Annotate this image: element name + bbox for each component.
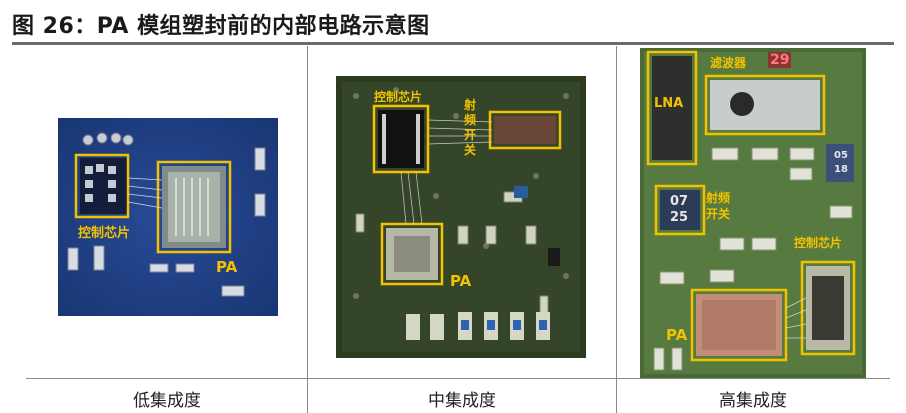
- rf-switch-label: 射频开关: [464, 98, 477, 157]
- low-integration-panel: 控制芯片 PA: [58, 118, 278, 316]
- control-chip-label: 控制芯片: [794, 236, 843, 250]
- pa-label: PA: [216, 258, 238, 276]
- rf-switch-label: 射频开关: [706, 191, 731, 221]
- low-integration-board: [58, 118, 278, 316]
- high-integration-panel: LNA 滤波器 29 05 18 07 25 射频开关 控制芯片 PA: [640, 48, 866, 378]
- panel-divider-1: [307, 46, 308, 413]
- high-integration-caption: 高集成度: [719, 391, 787, 411]
- title-rule: [12, 42, 894, 45]
- pa-label: PA: [666, 326, 688, 344]
- chip-code-1: 05: [834, 150, 848, 161]
- panel-divider-2: [616, 46, 617, 413]
- filter-code: 29: [768, 52, 792, 68]
- mid-integration-panel: 控制芯片 射频开关 PA: [336, 76, 586, 358]
- control-chip-label: 控制芯片: [78, 226, 131, 241]
- low-integration-caption: 低集成度: [133, 391, 201, 411]
- chip-code-2: 18: [834, 164, 848, 175]
- figure-title: 图 26：PA 模组塑封前的内部电路示意图: [12, 14, 430, 39]
- switch-code-2: 25: [670, 210, 689, 225]
- caption-rule: [26, 378, 890, 379]
- control-chip-label: 控制芯片: [374, 90, 423, 104]
- filter-label: 滤波器: [710, 56, 747, 70]
- lna-label: LNA: [654, 96, 684, 111]
- mid-integration-caption: 中集成度: [428, 391, 496, 411]
- pa-label: PA: [450, 272, 472, 290]
- high-integration-board: [640, 48, 866, 378]
- switch-code-1: 07: [670, 194, 689, 209]
- mid-integration-board: [336, 76, 586, 358]
